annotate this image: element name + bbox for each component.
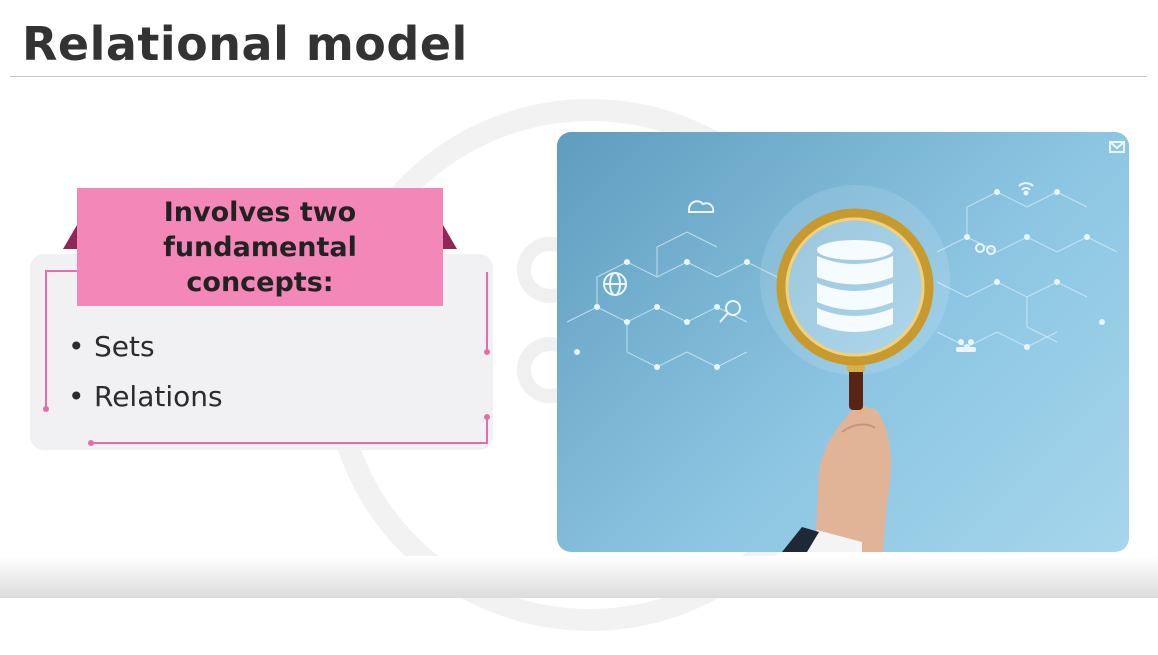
banner-fold-right	[443, 225, 457, 249]
card-dot	[88, 440, 94, 446]
mail-icon	[1109, 141, 1125, 153]
banner-fold-left	[63, 225, 77, 249]
hand-illustration	[782, 404, 892, 552]
card-border-right-lower	[486, 418, 488, 442]
database-icon	[817, 240, 893, 332]
globe-icon	[603, 272, 627, 296]
concept-list: • Sets • Relations	[68, 322, 223, 422]
search-icon	[719, 300, 741, 323]
list-item-label: Sets	[94, 330, 155, 363]
card-dot	[484, 414, 490, 420]
card-dot	[43, 406, 49, 412]
cloud-icon	[687, 200, 715, 213]
title-divider	[10, 76, 1147, 77]
footer-shadow	[0, 556, 1158, 598]
wifi-icon	[1018, 182, 1034, 196]
bullet-icon: •	[68, 380, 85, 413]
database-search-illustration	[557, 132, 1129, 552]
people-icon	[956, 339, 976, 352]
card-heading: Involves two fundamental concepts:	[163, 196, 357, 298]
list-item-label: Relations	[94, 380, 223, 413]
card-border-left	[45, 270, 47, 410]
card-border-top	[45, 270, 85, 272]
card-border-bottom	[92, 442, 488, 444]
card-heading-banner: Involves two fundamental concepts:	[77, 188, 443, 306]
network-lines	[566, 191, 1118, 368]
gears-icon	[975, 243, 996, 255]
slide-title: Relational model	[22, 17, 468, 71]
card-dot	[484, 349, 490, 355]
list-item: • Relations	[68, 372, 223, 422]
card-border-right	[486, 272, 488, 352]
list-item: • Sets	[68, 322, 223, 372]
bullet-icon: •	[68, 330, 85, 363]
